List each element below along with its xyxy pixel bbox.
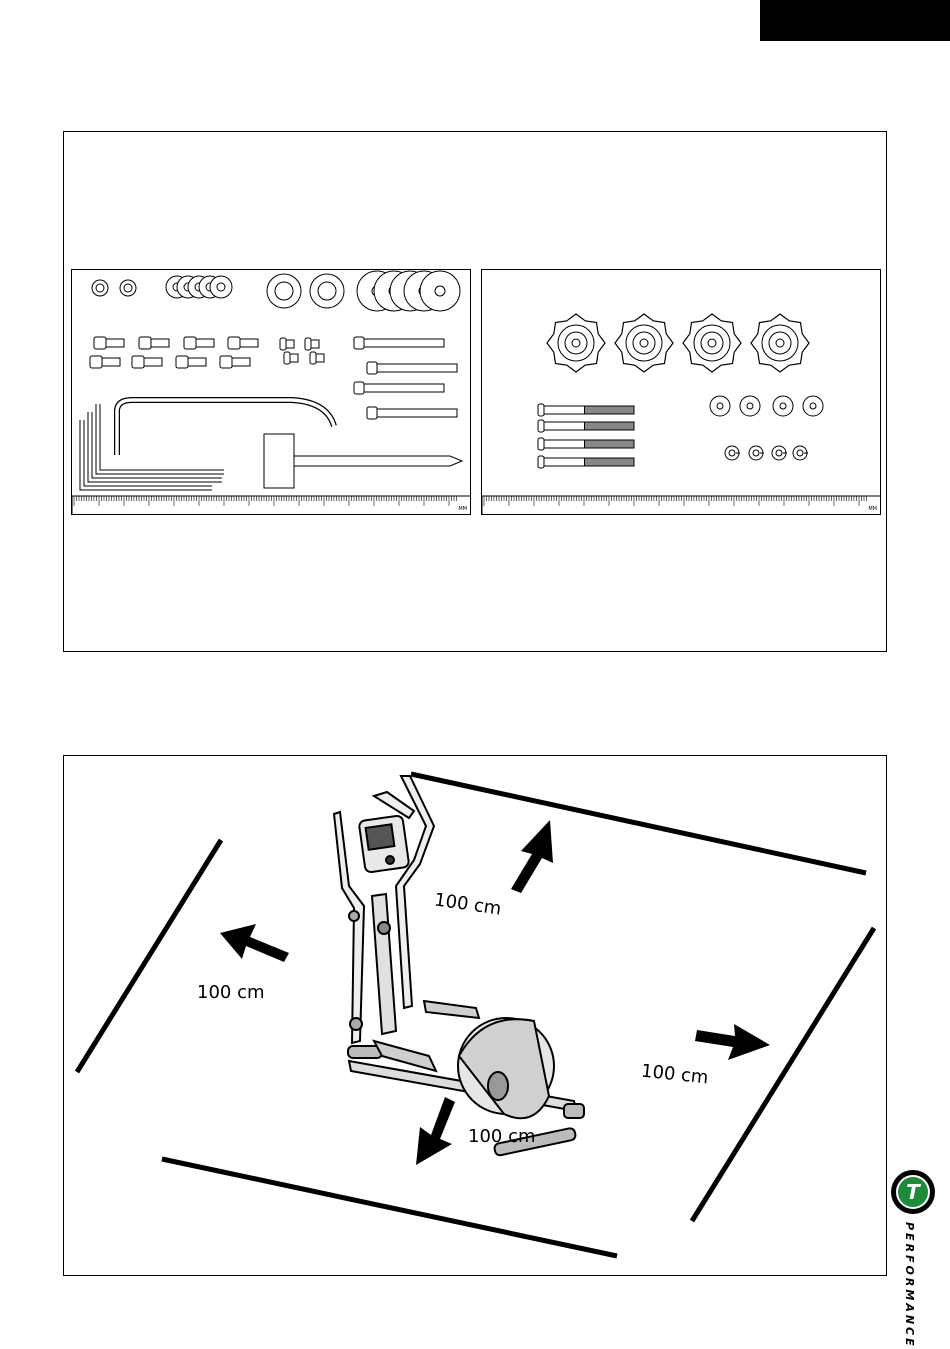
- washer-large-hole: [318, 282, 336, 300]
- screwdriver-handle: [264, 434, 294, 488]
- small-bolt-shank: [316, 354, 324, 362]
- small-bolt-head: [280, 338, 286, 350]
- threaded-bolt-thread: [585, 440, 635, 448]
- spring-washer-hole: [797, 450, 803, 456]
- boundary-line-back: [411, 774, 866, 873]
- threaded-bolt-head: [538, 420, 544, 432]
- flat-washer-hole: [780, 403, 786, 409]
- small-bolt-head: [305, 338, 311, 350]
- long-bolt-shank: [377, 409, 457, 417]
- page-tab-marker: [760, 0, 950, 41]
- long-bolt-head: [354, 337, 364, 349]
- boundary-line-right: [692, 928, 874, 1221]
- ruler-unit-label: MM: [868, 506, 877, 512]
- button-bolt-shank: [188, 358, 206, 366]
- washer-large-hole: [275, 282, 293, 300]
- spring-washer-hole: [753, 450, 759, 456]
- hardware-panel-right: MM: [481, 269, 881, 515]
- button-bolt-head: [139, 337, 151, 349]
- washer-small-hole: [96, 284, 104, 292]
- wrench-icon: [117, 400, 334, 455]
- spring-washer-hole: [776, 450, 782, 456]
- hardware-right-illustration: [482, 270, 881, 515]
- button-bolt-head: [94, 337, 106, 349]
- threaded-bolt-head: [538, 404, 544, 416]
- button-bolt-head: [220, 356, 232, 368]
- arrow-back-icon: [511, 820, 553, 893]
- hardware-left-illustration: [72, 270, 471, 515]
- button-bolt-head: [176, 356, 188, 368]
- threaded-bolt-head: [538, 438, 544, 450]
- brand-logo-text: PERFORMANCE: [903, 1222, 916, 1349]
- elliptical-clearance-illustration: [64, 756, 886, 1275]
- button-bolt-head: [132, 356, 144, 368]
- long-bolt-head: [367, 407, 377, 419]
- screwdriver-shaft: [294, 456, 462, 466]
- boundary-line-front: [162, 1159, 617, 1256]
- button-bolt-head: [184, 337, 196, 349]
- small-bolt-shank: [290, 354, 298, 362]
- clearance-label-front: 100 cm: [468, 1126, 536, 1147]
- threaded-bolt-thread: [585, 422, 635, 430]
- arrow-left-icon: [220, 924, 289, 962]
- clearance-diagram-box: 100 cm 100 cm 100 cm 100 cm: [63, 755, 887, 1276]
- hardware-parts-box: MM MM: [63, 131, 887, 652]
- small-bolt-shank: [286, 340, 294, 348]
- hardware-panel-left: MM: [71, 269, 471, 515]
- long-bolt-shank: [377, 364, 457, 372]
- button-bolt-shank: [106, 339, 124, 347]
- spring-washer-hole: [729, 450, 735, 456]
- threaded-bolt-thread: [585, 458, 635, 466]
- small-bolt-head: [284, 352, 290, 364]
- clearance-label-left: 100 cm: [197, 982, 265, 1003]
- flat-washer-hole: [810, 403, 816, 409]
- brand-logo-badge: T: [891, 1170, 935, 1214]
- button-bolt-shank: [151, 339, 169, 347]
- boundary-line-left: [77, 840, 221, 1072]
- button-bolt-shank: [240, 339, 258, 347]
- long-bolt-shank: [364, 384, 444, 392]
- threaded-bolt-head: [538, 456, 544, 468]
- knob-center: [572, 339, 580, 347]
- small-bolt-shank: [311, 340, 319, 348]
- brand-logo: T PERFORMANCE: [891, 1170, 939, 1330]
- arrow-front-icon: [416, 1097, 455, 1165]
- knob-center: [776, 339, 784, 347]
- washer-xlarge-hole: [435, 286, 445, 296]
- long-bolt-head: [367, 362, 377, 374]
- knob-center: [640, 339, 648, 347]
- ruler-unit-label: MM: [458, 506, 467, 512]
- flat-washer-hole: [717, 403, 723, 409]
- washer-small-hole: [124, 284, 132, 292]
- long-bolt-shank: [364, 339, 444, 347]
- small-bolt-head: [310, 352, 316, 364]
- long-bolt-head: [354, 382, 364, 394]
- knob-center: [708, 339, 716, 347]
- button-bolt-shank: [196, 339, 214, 347]
- arrow-right-icon: [695, 1024, 770, 1060]
- button-bolt-shank: [232, 358, 250, 366]
- washer-medium-hole: [217, 283, 225, 291]
- brand-logo-letter: T: [896, 1175, 930, 1209]
- button-bolt-head: [90, 356, 102, 368]
- threaded-bolt-thread: [585, 406, 635, 414]
- flat-washer-hole: [747, 403, 753, 409]
- wrench-icon-inner: [117, 400, 334, 455]
- button-bolt-shank: [144, 358, 162, 366]
- button-bolt-shank: [102, 358, 120, 366]
- button-bolt-head: [228, 337, 240, 349]
